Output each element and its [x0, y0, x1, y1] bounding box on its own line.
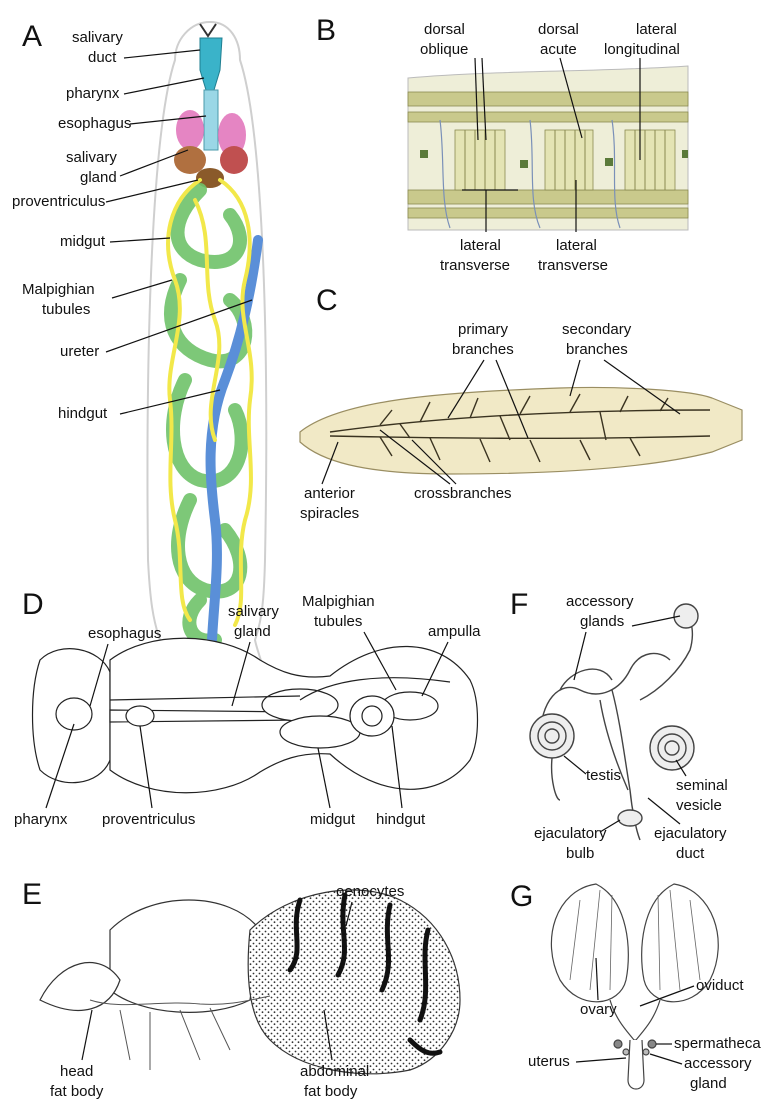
- label-b-dorsal-acute-1: dorsal: [538, 21, 579, 38]
- label-f-ejac-duct-1: ejaculatory: [654, 825, 727, 842]
- leader-f-accessory-a: [574, 632, 586, 680]
- label-c-anterior-2: spiracles: [300, 505, 359, 522]
- label-f-testis: testis: [586, 767, 621, 784]
- gland-brown-right: [220, 146, 248, 174]
- label-c-primary-2: branches: [452, 341, 514, 358]
- label-a-esophagus: esophagus: [58, 115, 131, 132]
- label-d-esophagus: esophagus: [88, 625, 161, 642]
- label-b-dorsal-acute-2: acute: [540, 41, 577, 58]
- label-f-ejac-duct-2: duct: [676, 845, 705, 862]
- label-d-proventriculus: proventriculus: [102, 811, 195, 828]
- label-a-pharynx: pharynx: [66, 85, 120, 102]
- label-b-lateral-transverse-b-2: transverse: [538, 257, 608, 274]
- trachea-body-shape: [300, 387, 742, 474]
- label-a-salivary-duct-2: duct: [88, 49, 117, 66]
- panel-d: D esophagus salivary gland Malpighian tu…: [14, 588, 481, 828]
- label-b-lateral-transverse-b-1: lateral: [556, 237, 597, 254]
- panel-letter-c: C: [316, 284, 338, 317]
- label-d-salivary-gland-1: salivary: [228, 603, 279, 620]
- label-b-dorsal-oblique-1: dorsal: [424, 21, 465, 38]
- label-a-midgut: midgut: [60, 233, 106, 250]
- panel-e: E oenocytes head fat body abdominal fat …: [22, 878, 460, 1100]
- label-c-crossbranches: crossbranches: [414, 485, 512, 502]
- panel-b: B: [316, 14, 688, 274]
- salivary-gland-shape-left: [176, 110, 204, 150]
- label-g-spermatheca: spermatheca: [674, 1035, 761, 1052]
- label-f-ejac-bulb-2: bulb: [566, 845, 594, 862]
- gland-brown-left: [174, 146, 206, 174]
- esophagus-shape: [204, 90, 218, 150]
- label-d-hindgut: hindgut: [376, 811, 426, 828]
- label-a-salivary-gland-1: salivary: [66, 149, 117, 166]
- label-d-midgut: midgut: [310, 811, 356, 828]
- label-a-salivary-duct-1: salivary: [72, 29, 123, 46]
- panel-g: G ovary oviduct spermatheca uterus acces…: [510, 880, 761, 1092]
- label-a-malpighian-1: Malpighian: [22, 281, 95, 298]
- label-e-head-fat-2: fat body: [50, 1083, 104, 1100]
- label-e-head-fat-1: head: [60, 1063, 93, 1080]
- label-c-anterior-1: anterior: [304, 485, 355, 502]
- adult-gut-outline: [33, 638, 478, 793]
- panel-f: F accessory glands testis seminal vesicl…: [510, 588, 728, 862]
- label-d-salivary-gland-2: gland: [234, 623, 271, 640]
- label-g-uterus: uterus: [528, 1053, 570, 1070]
- panel-letter-d: D: [22, 588, 44, 621]
- label-b-lateral-longitudinal-1: lateral: [636, 21, 677, 38]
- label-b-dorsal-oblique-2: oblique: [420, 41, 468, 58]
- muscle-diagram: [408, 66, 688, 230]
- label-b-lateral-longitudinal-2: longitudinal: [604, 41, 680, 58]
- label-d-malpighian-1: Malpighian: [302, 593, 375, 610]
- label-f-ejac-bulb-1: ejaculatory: [534, 825, 607, 842]
- label-f-accessory-2: glands: [580, 613, 624, 630]
- label-a-salivary-gland-2: gland: [80, 169, 117, 186]
- leader-d-midgut: [318, 748, 330, 808]
- panel-letter-e: E: [22, 878, 42, 911]
- label-f-seminal-1: seminal: [676, 777, 728, 794]
- label-d-malpighian-2: tubules: [314, 613, 362, 630]
- fly-body-drawing: [40, 890, 460, 1074]
- label-c-secondary-2: branches: [566, 341, 628, 358]
- label-g-accessory-gland-2: gland: [690, 1075, 727, 1092]
- panel-letter-f: F: [510, 588, 528, 621]
- label-c-secondary-1: secondary: [562, 321, 632, 338]
- label-a-proventriculus: proventriculus: [12, 193, 105, 210]
- label-g-ovary: ovary: [580, 1001, 617, 1018]
- panel-letter-a: A: [22, 20, 42, 53]
- leader-g-uterus: [576, 1058, 626, 1062]
- label-g-oviduct: oviduct: [696, 977, 744, 994]
- label-c-primary-1: primary: [458, 321, 509, 338]
- label-d-pharynx: pharynx: [14, 811, 68, 828]
- label-b-lateral-transverse-a-2: transverse: [440, 257, 510, 274]
- label-f-seminal-2: vesicle: [676, 797, 722, 814]
- panel-letter-g: G: [510, 880, 533, 913]
- panel-a: A salivary: [12, 20, 266, 692]
- label-a-ureter: ureter: [60, 343, 99, 360]
- label-f-accessory-1: accessory: [566, 593, 634, 610]
- label-e-abdominal-fat-1: abdominal: [300, 1063, 369, 1080]
- label-d-ampulla: ampulla: [428, 623, 481, 640]
- label-g-accessory-gland-1: accessory: [684, 1055, 752, 1072]
- leader-f-testis: [564, 756, 586, 774]
- leader-g-accessory-gland: [650, 1054, 682, 1064]
- label-e-oenocytes: oenocytes: [336, 883, 404, 900]
- leader-f-accessory-b: [632, 616, 680, 626]
- leader-e-head-fat: [82, 1010, 92, 1060]
- label-e-abdominal-fat-2: fat body: [304, 1083, 358, 1100]
- label-b-lateral-transverse-a-1: lateral: [460, 237, 501, 254]
- panel-letter-b: B: [316, 14, 336, 47]
- label-a-malpighian-2: tubules: [42, 301, 90, 318]
- label-a-hindgut: hindgut: [58, 405, 108, 422]
- panel-c: C primary branches secondary branches an…: [300, 284, 742, 522]
- male-reproductive-drawing: [530, 604, 698, 840]
